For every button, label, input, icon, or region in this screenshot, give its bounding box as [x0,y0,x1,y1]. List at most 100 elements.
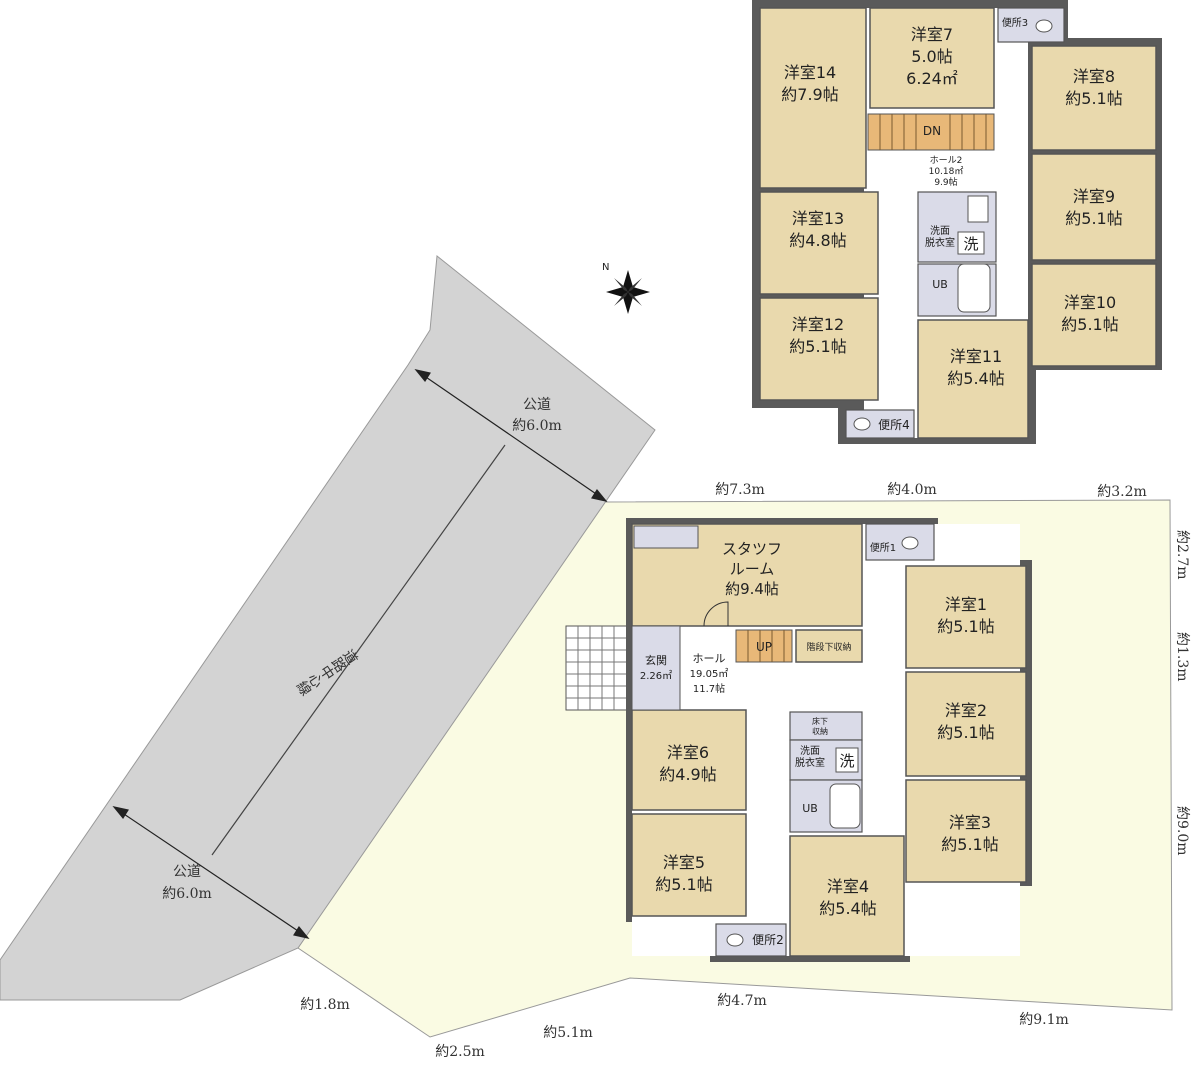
stairs-2f [867,113,995,151]
stairs-1f-label: UP [756,640,772,654]
room-2-name: 洋室2 [945,701,987,720]
room-5-area: 約5.1帖 [655,875,712,894]
dim-right-top: 約2.7m [1174,530,1190,580]
hall1-area-jo: 11.7帖 [693,682,725,695]
washer-1f-label: 洗 [839,752,854,770]
hall1-name: ホール [693,652,726,665]
room-3-name: 洋室3 [949,813,991,832]
room-1-name: 洋室1 [945,595,987,614]
washer-icon-1f [835,747,859,773]
entrance-tile-pad [565,625,631,711]
under-stair-storage-label: 階段下収納 [806,641,851,653]
under-stair-storage [795,629,863,663]
public-road [0,255,656,1001]
room-4-name: 洋室4 [827,877,869,896]
room-4-area: 約5.4帖 [819,899,876,918]
room-9 [1031,153,1157,261]
room-10-name: 洋室10 [1064,293,1116,312]
room-6-name: 洋室6 [667,743,709,762]
door-swing-icon [703,601,729,627]
room-10-area: 約5.1帖 [1061,315,1118,334]
road-width-arrow-bottom [112,806,310,939]
toilet-3 [997,7,1065,43]
room-3 [905,779,1027,883]
dim-bottom-c: 約9.1m [1019,1012,1069,1028]
road-label-top: 公道 [523,397,551,413]
stairs-1f [735,629,793,663]
floor-storage-line2: 収納 [812,726,828,736]
dim-bottom-corner: 約2.5m [435,1044,485,1060]
road-label-bottom: 公道 [173,864,201,880]
toilet-1 [865,523,935,561]
room-1 [905,565,1027,669]
room-5 [631,813,747,917]
washer-2f-label: 洗 [963,235,978,253]
hall1-area-m2: 19.05㎡ [690,668,729,680]
room-13-area: 約4.8帖 [789,231,846,250]
floor1-plan: スタツフ ルーム 約9.4帖 便所1 洋室1 約5.1帖 洋室2 約5.1帖 洋… [565,518,1032,962]
road-width-arrow-top [414,369,608,502]
room-14 [759,7,867,189]
room-11 [917,319,1029,439]
room-8-area: 約5.1帖 [1065,89,1122,108]
room-7-extra: 6.24㎡ [906,69,958,88]
floor2-plan: 洋室14 約7.9帖 洋室13 約4.8帖 洋室12 約5.1帖 洋室7 5.0… [752,0,1162,444]
bath-1f-label: UB [802,802,818,815]
room-10 [1031,263,1157,367]
room-12 [759,297,879,401]
room-11-name: 洋室11 [950,347,1002,366]
north-compass-icon: N [602,262,650,314]
toilet-4 [845,409,915,439]
room-7-name: 洋室7 [911,25,953,44]
room-4 [789,835,905,957]
room-13-name: 洋室13 [792,209,844,228]
stairs-2f-label: DN [923,124,941,138]
room-14-area: 約7.9帖 [781,85,838,104]
bath-2f-label: UB [932,278,948,291]
dim-bottom-a: 約5.1m [543,1025,593,1041]
dim-top-mid: 約4.0m [887,482,937,498]
toilet-4-label: 便所4 [878,418,910,432]
staff-room-line1: スタツフ [722,540,782,558]
dim-bottom-b: 約4.7m [717,993,767,1009]
toilet-1-label: 便所1 [870,541,896,554]
entrance [631,625,681,711]
toilet-2-label: 便所2 [752,933,784,947]
toilet-3-label: 便所3 [1002,16,1028,29]
room-8-name: 洋室8 [1073,67,1115,86]
dim-top-right: 約3.2m [1097,484,1147,500]
floor-storage [789,711,863,741]
staff-room-area: 約9.4帖 [725,580,779,598]
hall2-area-m2: 10.18㎡ [929,166,964,177]
floor-storage-line1: 床下 [812,716,828,726]
hall2-name: ホール2 [930,155,963,166]
svg-text:N: N [602,262,609,273]
kitchen-sink-icon [633,525,699,549]
room-7 [869,7,995,109]
washroom-1f-line2: 脱衣室 [795,756,825,769]
room-12-name: 洋室12 [792,315,844,334]
room-6 [631,709,747,811]
room-2-area: 約5.1帖 [937,723,994,742]
washroom-1f [789,739,863,781]
room-13 [759,191,879,295]
room-12-area: 約5.1帖 [789,337,846,356]
dim-right-mid: 約1.3m [1174,632,1190,682]
entrance-name: 玄関 [645,653,667,667]
room-5-name: 洋室5 [663,853,705,872]
washroom-2f-line2: 脱衣室 [925,236,955,249]
room-14-name: 洋室14 [784,63,836,82]
room-2 [905,671,1027,777]
room-9-area: 約5.1帖 [1065,209,1122,228]
dim-right-bottom: 約9.0m [1174,806,1190,856]
room-6-area: 約4.9帖 [659,765,716,784]
room-9-name: 洋室9 [1073,187,1115,206]
dim-top-left: 約7.3m [715,482,765,498]
washroom-1f-line1: 洗面 [800,745,820,757]
room-1-area: 約5.1帖 [937,617,994,636]
dim-bottom-left-short: 約1.8m [300,997,350,1013]
road-width-top: 約6.0m [512,418,562,434]
room-8 [1031,45,1157,151]
road-width-bottom: 約6.0m [162,886,212,902]
